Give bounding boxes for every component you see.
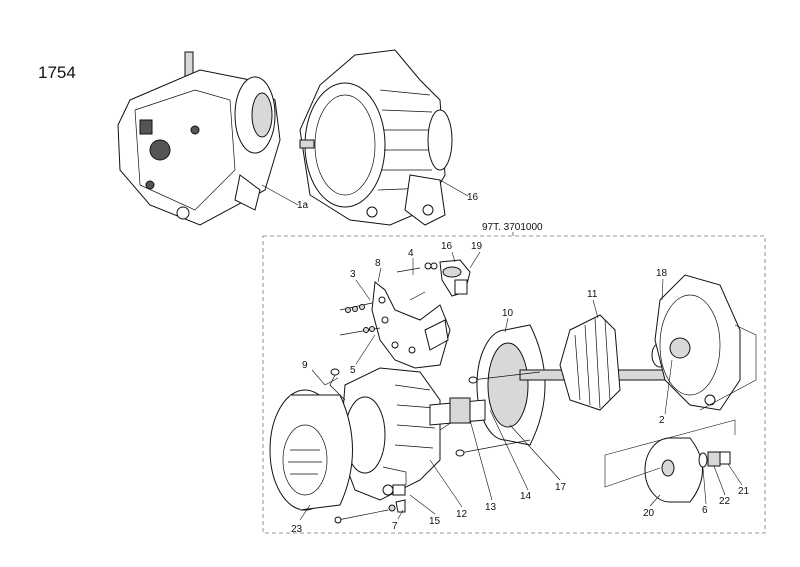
label-4: 4 xyxy=(408,248,414,259)
label-2: 2 xyxy=(659,415,665,426)
rotor xyxy=(519,314,671,411)
slip-ring-end-housing xyxy=(339,367,486,501)
alternator-assembly-1a xyxy=(117,51,281,226)
label-16: 16 xyxy=(441,241,453,252)
figure-number: 1754 xyxy=(38,63,76,82)
label-10: 10 xyxy=(502,308,514,319)
voltage-regulator xyxy=(424,259,471,297)
label-18: 18 xyxy=(656,268,668,279)
label-21: 21 xyxy=(738,486,750,497)
through-bolt xyxy=(334,484,406,524)
label-5: 5 xyxy=(350,365,356,376)
label-17: 17 xyxy=(555,482,567,493)
label-1a: 1a xyxy=(297,200,309,211)
label-19: 19 xyxy=(471,241,483,252)
drive-end-housing xyxy=(654,274,741,411)
alternator-assembly-16 xyxy=(299,49,453,226)
label-12: 12 xyxy=(456,509,468,520)
label-3: 3 xyxy=(350,269,356,280)
fan-cover xyxy=(269,389,353,511)
kit-boundary xyxy=(262,235,766,534)
label-8: 8 xyxy=(375,258,381,269)
label-13: 13 xyxy=(485,502,497,513)
pulley-assembly xyxy=(644,437,731,503)
stator xyxy=(439,324,546,446)
label-6: 6 xyxy=(702,505,708,516)
label-20: 20 xyxy=(643,508,655,519)
label-9: 9 xyxy=(302,360,308,371)
label-16-assembly: 16 xyxy=(467,192,479,203)
label-15: 15 xyxy=(429,516,441,527)
label-23: 23 xyxy=(291,524,303,535)
label-22: 22 xyxy=(719,496,731,507)
rectifier-plate xyxy=(339,267,451,369)
label-7: 7 xyxy=(392,521,398,532)
label-11: 11 xyxy=(587,289,598,300)
label-14: 14 xyxy=(520,491,532,502)
kit-code: 97T. 3701000 xyxy=(482,222,543,233)
